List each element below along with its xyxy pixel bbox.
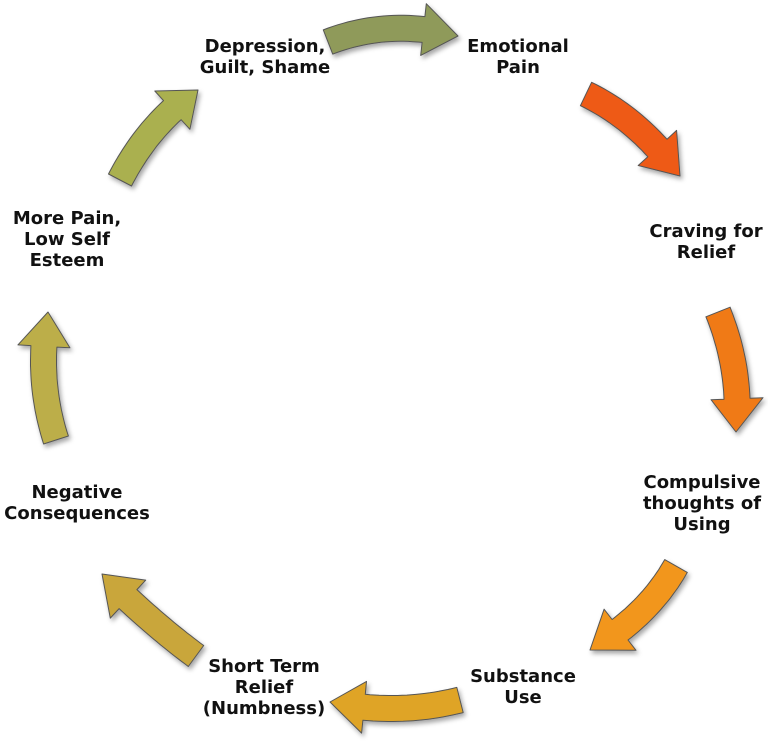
- stage-line: Use: [504, 687, 542, 708]
- cycle-arrow: [705, 306, 764, 433]
- stage-emotional-pain: Emotional Pain: [453, 36, 583, 78]
- stage-line: Guilt, Shame: [199, 57, 331, 78]
- arrows-layer: [17, 3, 764, 734]
- cycle-arrow: [322, 3, 459, 56]
- stage-depression-guilt-shame: Depression, Guilt, Shame: [190, 36, 340, 78]
- stage-line: (Numbness): [202, 698, 326, 719]
- stage-line: Craving for: [649, 221, 763, 242]
- stage-compulsive-thoughts: Compulsive thoughts of Using: [638, 472, 766, 535]
- cycle-arrow: [579, 81, 681, 177]
- stage-line: Depression,: [204, 36, 326, 57]
- stage-line: thoughts of: [642, 493, 762, 514]
- stage-line: Pain: [496, 57, 540, 78]
- cycle-arrow: [101, 573, 205, 667]
- stage-line: Relief: [676, 242, 736, 263]
- stage-craving-for-relief: Craving for Relief: [646, 221, 766, 263]
- stage-negative-consequences: Negative Consequences: [2, 482, 152, 524]
- stage-line: Emotional: [467, 36, 569, 57]
- stage-short-term-relief: Short Term Relief (Numbness): [194, 656, 334, 719]
- stage-line: More Pain,: [12, 208, 122, 229]
- stage-line: Low Self: [24, 229, 110, 250]
- stage-line: Short Term: [208, 656, 320, 677]
- stage-line: Relief: [234, 677, 294, 698]
- stage-line: Esteem: [29, 250, 105, 271]
- cycle-arrow: [589, 559, 688, 651]
- stage-substance-use: Substance Use: [458, 666, 588, 708]
- stage-line: Substance: [470, 666, 576, 687]
- stage-line: Negative: [31, 482, 123, 503]
- stage-more-pain-low-self-esteem: More Pain, Low Self Esteem: [8, 208, 126, 271]
- cycle-arrow: [108, 89, 199, 187]
- stage-line: Using: [673, 514, 731, 535]
- stage-line: Compulsive: [643, 472, 761, 493]
- cycle-arrow: [17, 311, 71, 445]
- cycle-arrow: [329, 680, 464, 734]
- stage-line: Consequences: [4, 503, 150, 524]
